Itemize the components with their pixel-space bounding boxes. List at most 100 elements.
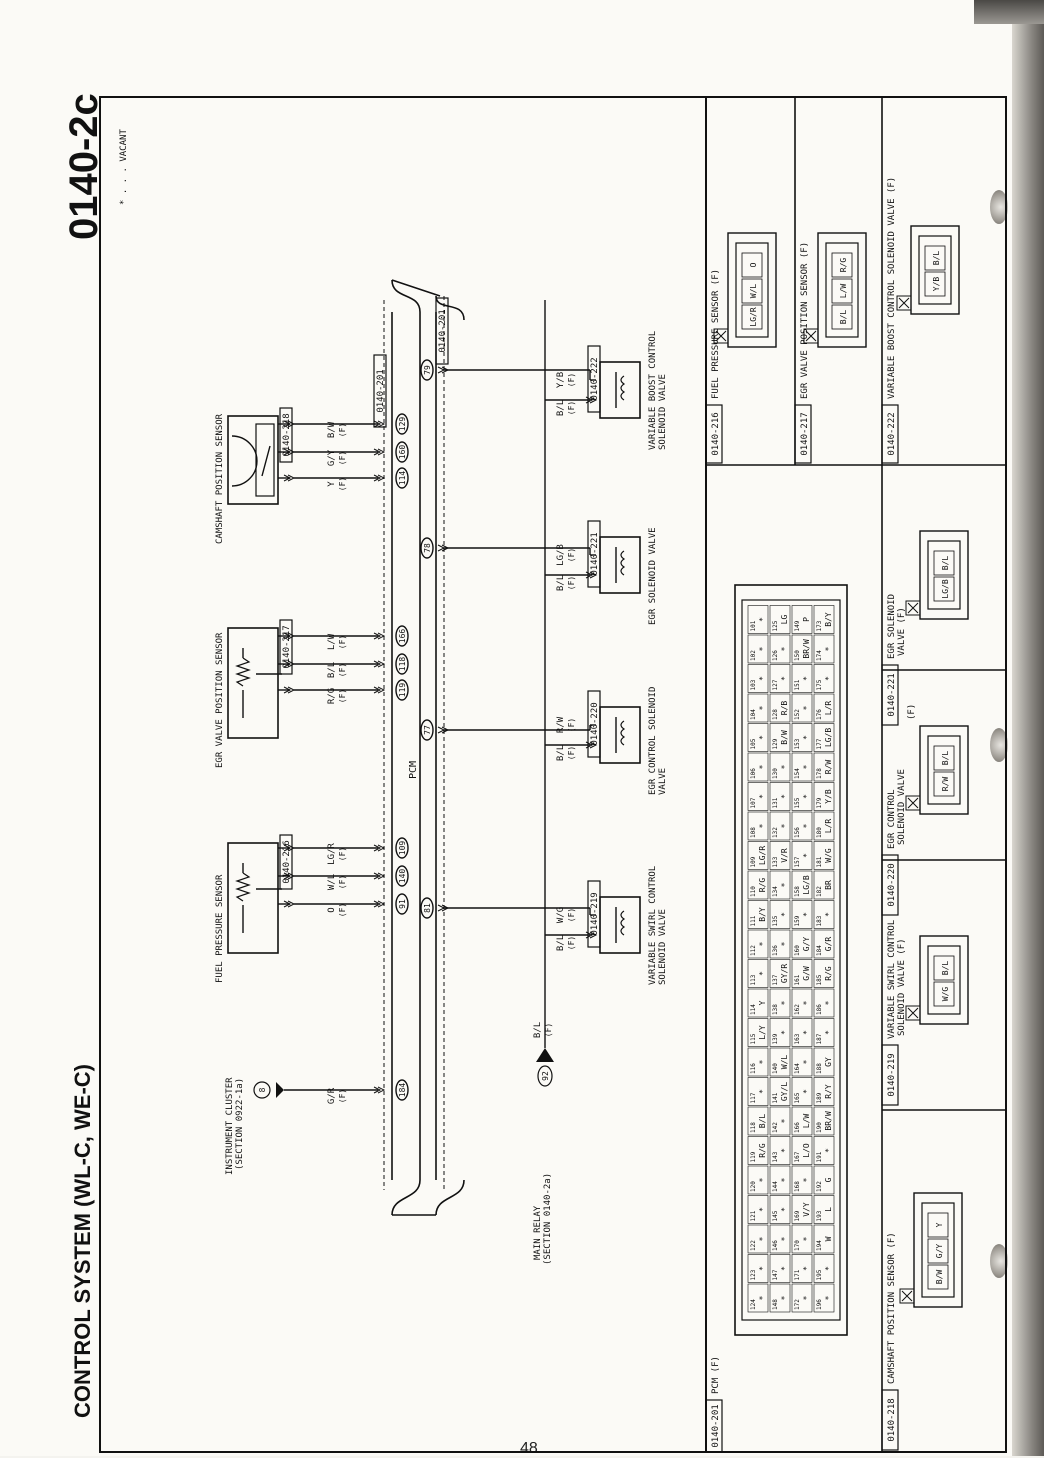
pcm-terminal-cell bbox=[747, 841, 769, 870]
pcm-terminal-number: 161 bbox=[794, 974, 801, 985]
pcm-terminal-number: 159 bbox=[794, 915, 801, 926]
pcm-terminal-cell bbox=[769, 959, 791, 988]
punch-hole-icon bbox=[990, 1244, 1008, 1278]
egr-valve-position-sensor-pcm-chevron bbox=[373, 686, 386, 694]
pcm-terminal-cell bbox=[769, 782, 791, 811]
pcm-terminal-number: 155 bbox=[794, 797, 801, 808]
egr-solenoid-valve-name: EGR SOLENOID VALVE bbox=[648, 527, 658, 625]
camshaft-arrow bbox=[261, 445, 271, 477]
egr-control-connector-face bbox=[927, 735, 961, 805]
instrument-cluster-pcm-pin-number: 184 bbox=[398, 1083, 407, 1098]
instrument-cluster-label: INSTRUMENT CLUSTER bbox=[225, 1077, 235, 1175]
pcm-terminal-cell bbox=[791, 693, 813, 723]
instrument-cluster-pin-circle bbox=[253, 1081, 271, 1099]
pcm-terminal-cell bbox=[769, 900, 791, 929]
pcm-terminal-number: 151 bbox=[794, 679, 801, 690]
pcm-terminal-cell bbox=[813, 1077, 835, 1106]
pcm-terminal-number: 158 bbox=[794, 886, 801, 897]
pcm-terminal-wire: BR/W bbox=[824, 1111, 833, 1130]
camshaft-position-sensor-pin-number: 129 bbox=[398, 417, 407, 432]
variable-boost-valve-wire-f: (F) bbox=[567, 373, 576, 387]
pcm-terminal-wire: L bbox=[824, 1207, 833, 1212]
pcm-terminal-cell bbox=[813, 811, 835, 841]
egr-position-connector-pin-label: R/G bbox=[839, 258, 848, 273]
egr-valve-position-sensor-wire-f: (F) bbox=[338, 663, 347, 677]
pcm-terminal-cell bbox=[791, 988, 813, 1018]
egr-position-connector-lock-box bbox=[803, 328, 819, 344]
pcm-terminal-cell bbox=[813, 1224, 835, 1254]
instrument-cluster-chevron bbox=[373, 1086, 386, 1094]
pcm-terminal-wire: * bbox=[802, 794, 811, 799]
pcm-terminal-number: 156 bbox=[794, 827, 801, 838]
egr-position-connector-pin-label: L/W bbox=[839, 284, 848, 299]
pcm-terminal-wire: * bbox=[758, 676, 767, 681]
variable-boost-valve-supply-f: (F) bbox=[567, 401, 576, 415]
pcm-terminal-wire: * bbox=[758, 1177, 767, 1182]
egr-solenoid-connector-shell bbox=[919, 530, 969, 620]
pcm-terminal-number: 166 bbox=[794, 1122, 801, 1133]
pcm-terminal-number: 139 bbox=[772, 1033, 779, 1044]
pcm-terminal-number: 157 bbox=[794, 856, 801, 867]
egr-control-valve-name: EGR CONTROL SOLENOID bbox=[648, 687, 658, 795]
variable-swirl-valve-pin-number: 81 bbox=[423, 903, 432, 913]
instrument-cluster-pcm-pin bbox=[395, 1079, 409, 1101]
boost-connector-face bbox=[918, 235, 952, 305]
egr-solenoid-valve-wire-f: (F) bbox=[567, 548, 576, 562]
pcm-terminal-wire: * bbox=[758, 764, 767, 769]
egr-control-valve-ref-box bbox=[587, 690, 601, 758]
pcm-bus-edge bbox=[391, 279, 441, 297]
pcm-terminal-cell bbox=[813, 900, 835, 929]
pcm-terminal-wire: * bbox=[802, 912, 811, 917]
pcm-terminal-number: 104 bbox=[750, 709, 757, 720]
pcm-terminal-number: 173 bbox=[816, 620, 823, 631]
pcm-terminal-cell bbox=[747, 634, 769, 664]
fuel-pressure-connector-pin-cell bbox=[741, 278, 763, 304]
fuel-pressure-sensor-wire-color: LG/R bbox=[327, 843, 337, 865]
variable-swirl-valve-supply-color: B/L bbox=[556, 935, 566, 951]
pcm-terminal-cell bbox=[747, 900, 769, 929]
pcm-terminal-number: 183 bbox=[816, 915, 823, 926]
egr-position-connector-pin-cell bbox=[831, 278, 853, 304]
fuel-pressure-connector-pin-cell bbox=[741, 304, 763, 330]
pcm-terminal-number: 117 bbox=[750, 1092, 757, 1103]
pcm-terminal-number: 116 bbox=[750, 1063, 757, 1074]
pcm-terminal-cell bbox=[769, 634, 791, 664]
fuel-pressure-sensor-pcm-chevron bbox=[373, 900, 386, 908]
pcm-terminal-cell bbox=[747, 1195, 769, 1224]
pcm-terminal-number: 189 bbox=[816, 1092, 823, 1103]
pcm-terminal-wire: * bbox=[802, 676, 811, 681]
egr-solenoid-valve-supply-color: B/L bbox=[556, 575, 566, 591]
boost-connector-lock-icon bbox=[898, 297, 910, 309]
egr-position-connector-pin-cell bbox=[831, 252, 853, 278]
egr-solenoid-valve-wire-color: LG/B bbox=[556, 544, 566, 566]
pcm-terminal-number: 108 bbox=[750, 827, 757, 838]
variable-boost-valve-pcm-chevron bbox=[437, 366, 450, 374]
fuel-pressure-connector-ref: 0140-216 bbox=[711, 412, 721, 455]
pcm-terminal-wire: L/O bbox=[802, 1143, 811, 1158]
pcm-terminal-wire: * bbox=[802, 823, 811, 828]
egr-control-connector-lock-icon bbox=[907, 797, 919, 809]
boost-connector-ref: 0140-222 bbox=[887, 412, 897, 455]
pcm-terminal-number: 113 bbox=[750, 974, 757, 985]
pcm-terminal-wire: * bbox=[780, 1118, 789, 1123]
pcm-terminal-wire: G/R bbox=[824, 937, 833, 952]
pcm-terminal-cell bbox=[769, 723, 791, 752]
pcm-terminal-wire: * bbox=[802, 1059, 811, 1064]
egr-control-connector-ref: 0140-220 bbox=[887, 863, 897, 906]
pcm-ref: 0140-201 bbox=[438, 309, 448, 352]
power-arrow-icon bbox=[536, 1048, 554, 1062]
variable-boost-valve-ref: 0140-222 bbox=[590, 357, 600, 400]
camshaft-position-sensor-pcm-chevron bbox=[373, 420, 386, 428]
camshaft-connector-pin-label: Y bbox=[935, 1222, 944, 1227]
pcm-terminal-number: 128 bbox=[772, 709, 779, 720]
egr-control-valve-wire-color: R/W bbox=[556, 716, 566, 733]
pcm-terminal-number: 142 bbox=[772, 1122, 779, 1133]
fuel-pressure-sensor-wire-f: (F) bbox=[338, 875, 347, 889]
pcm-terminal-cell bbox=[769, 988, 791, 1018]
pcm-terminal-cell bbox=[813, 988, 835, 1018]
egr-valve-position-sensor-wire-f: (F) bbox=[338, 689, 347, 703]
pcm-terminal-number: 181 bbox=[816, 856, 823, 867]
pcm-terminal-wire: G/Y bbox=[802, 937, 811, 952]
camshaft-position-sensor-name: CAMSHAFT POSITION SENSOR bbox=[215, 413, 225, 544]
egr-valve-position-sensor-pcm-chevron bbox=[373, 632, 386, 640]
